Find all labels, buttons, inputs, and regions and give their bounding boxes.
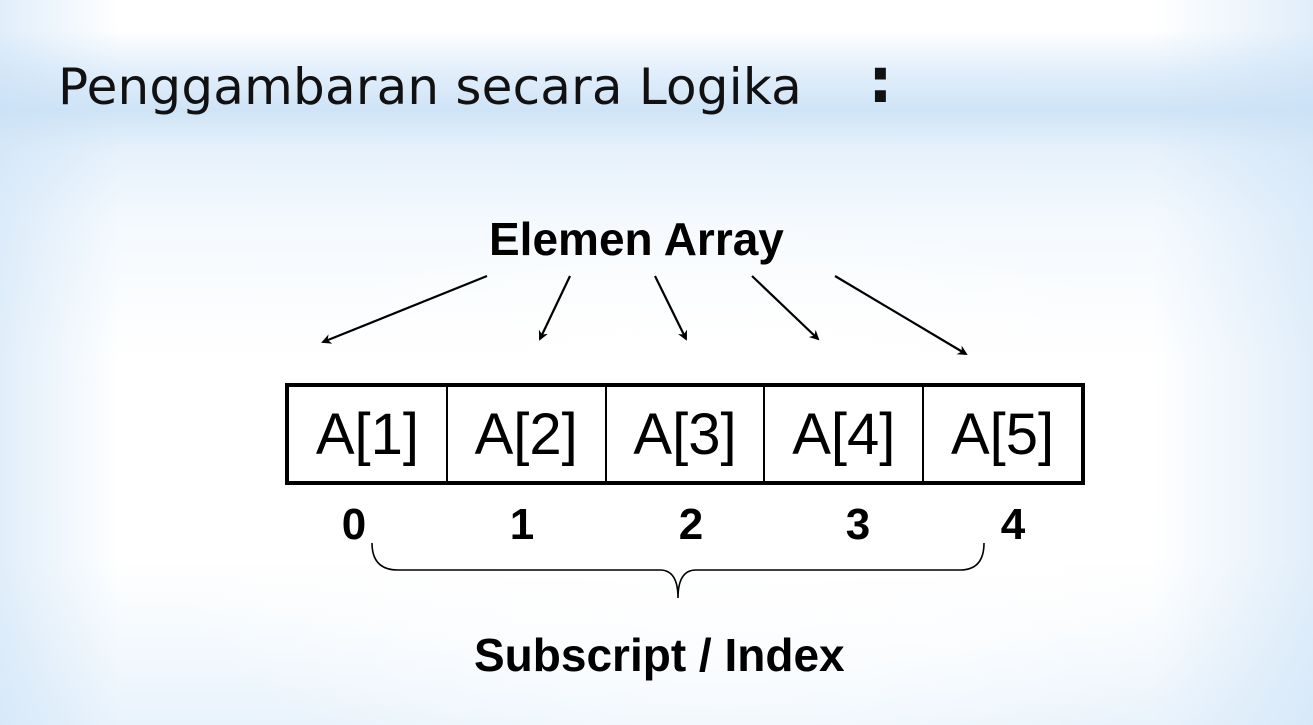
background-tint-right <box>1153 0 1313 725</box>
arrow-to-cell-5 <box>834 275 968 356</box>
array-cell: A[2] <box>448 387 607 481</box>
subscript-index-label: Subscript / Index <box>474 629 845 681</box>
array-cell: A[4] <box>765 387 925 481</box>
title-colon: : <box>868 44 893 117</box>
index-label: 2 <box>678 500 704 549</box>
index-label: 1 <box>509 500 535 549</box>
element-array-label: Elemen Array <box>489 213 784 265</box>
background-tint-left <box>0 0 120 725</box>
slide-title: Penggambaran secara Logika <box>58 58 802 116</box>
index-label: 4 <box>1000 500 1026 549</box>
arrow-to-cell-1 <box>321 274 488 344</box>
index-label: 3 <box>845 500 871 549</box>
array-cell: A[3] <box>607 387 766 481</box>
array-box: A[1] A[2] A[3] A[4] A[5] <box>285 383 1085 485</box>
arrow-to-cell-2 <box>538 275 571 341</box>
arrow-to-cell-3 <box>654 275 687 341</box>
arrow-to-cell-4 <box>751 275 820 341</box>
index-brace <box>371 542 985 599</box>
index-label: 0 <box>341 500 367 549</box>
array-cell: A[1] <box>289 387 448 481</box>
array-cell: A[5] <box>951 401 1055 467</box>
